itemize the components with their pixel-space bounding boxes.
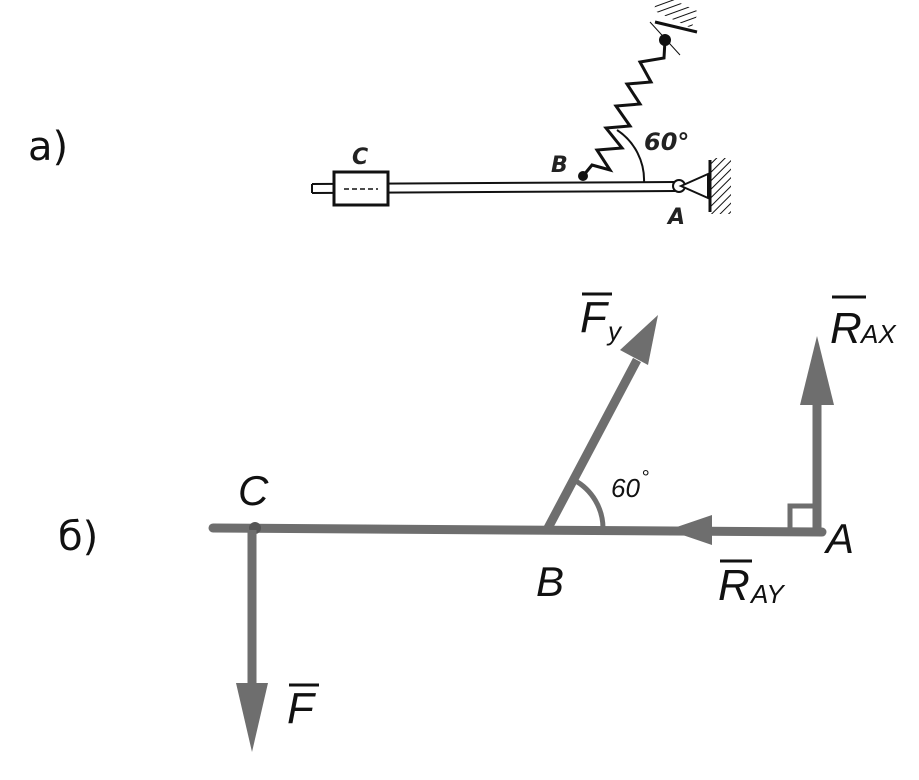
label-c: C [238, 467, 269, 514]
pin-support [678, 172, 709, 200]
force-rax-arrow [800, 336, 834, 532]
label-b: B [536, 558, 564, 605]
label-b-a: B [551, 153, 568, 178]
spring-top-pin [659, 34, 671, 46]
label-force-f: F [287, 684, 316, 733]
top-wall-line [654, 20, 698, 34]
label-c-a: C [352, 145, 368, 170]
label-a: A [823, 515, 854, 562]
part-a-label: а) [28, 124, 68, 170]
angle-label-a: 60° [644, 128, 689, 156]
angle-degree-b: ° [641, 467, 649, 489]
label-force-rax: R [830, 304, 862, 353]
label-force-ray: R [718, 561, 750, 610]
label-force-ray-sub: AY [749, 579, 785, 609]
angle-arc-b [572, 477, 606, 530]
force-f-arrow [236, 530, 268, 752]
label-force-fy-sub: y [606, 316, 623, 346]
label-force-rax-sub: AX [859, 319, 897, 349]
right-angle-marker [787, 503, 814, 531]
spring-anchor-line [649, 21, 681, 56]
angle-label-b: 60 [611, 473, 640, 503]
beam [208, 523, 827, 537]
part-b-figure: б) C F B F y 60 ° R AX [58, 292, 897, 752]
label-a-a: A [666, 205, 685, 230]
part-a-figure: а) C B 60° A [28, 0, 731, 230]
label-force-fy: F [580, 293, 609, 342]
force-ray-arrowhead [668, 515, 712, 545]
angle-arc-a [616, 129, 646, 184]
force-fy-arrow [544, 315, 658, 531]
spring [581, 39, 667, 177]
part-b-label: б) [58, 514, 98, 560]
top-wall-hatch [653, 0, 699, 29]
wall-a-hatch [711, 158, 731, 214]
